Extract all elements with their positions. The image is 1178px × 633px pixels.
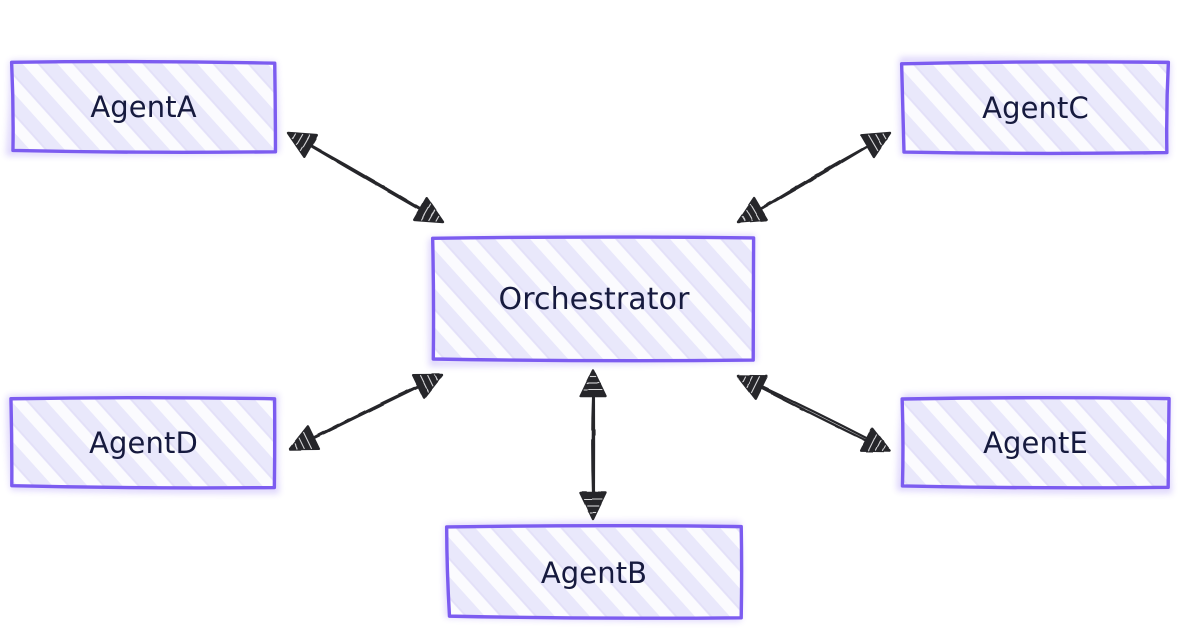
- edge-orchestrator-agentA[interactable]: [286, 131, 445, 224]
- edge-stroke: [756, 385, 870, 443]
- edge-orchestrator-agentD[interactable]: [288, 373, 444, 451]
- nodes-layer: [5, 57, 1172, 622]
- edge-orchestrator-agentC[interactable]: [736, 131, 892, 224]
- node-agentE[interactable]: [896, 393, 1172, 494]
- node-agentD[interactable]: [6, 393, 280, 494]
- arrowhead: [286, 131, 318, 158]
- arrowhead: [736, 196, 768, 224]
- node-border: [900, 396, 1171, 490]
- node-agentB[interactable]: [444, 521, 744, 622]
- node-border: [899, 60, 1171, 156]
- edge-stroke: [591, 391, 595, 498]
- arrowhead: [288, 425, 321, 451]
- node-border: [430, 235, 756, 363]
- edge-stroke: [758, 384, 871, 441]
- arrowhead: [411, 373, 444, 399]
- edge-orchestrator-agentB[interactable]: [579, 368, 607, 521]
- edge-stroke: [308, 143, 424, 212]
- node-border: [9, 395, 277, 490]
- node-hatch-fill: [448, 528, 740, 617]
- arrowhead: [579, 491, 607, 521]
- arrowhead: [579, 368, 607, 398]
- node-orchestrator[interactable]: [428, 234, 757, 367]
- node-hatch-fill: [903, 398, 1168, 487]
- edge-stroke: [756, 143, 871, 212]
- node-hatch-fill: [12, 63, 275, 151]
- edge-orchestrator-agentE[interactable]: [736, 374, 892, 453]
- arrowhead: [736, 374, 769, 400]
- edge-stroke: [309, 383, 422, 441]
- node-agentA[interactable]: [5, 59, 280, 156]
- arrowhead: [860, 131, 892, 159]
- node-agentC[interactable]: [898, 57, 1171, 158]
- node-hatch-fill: [903, 63, 1168, 152]
- node-hatch-fill: [12, 398, 275, 487]
- arrowhead: [859, 427, 892, 453]
- edges-layer: [286, 131, 892, 521]
- node-hatch-fill: [434, 239, 754, 360]
- node-border: [9, 59, 278, 155]
- node-border: [444, 523, 744, 620]
- arrowhead: [413, 197, 445, 224]
